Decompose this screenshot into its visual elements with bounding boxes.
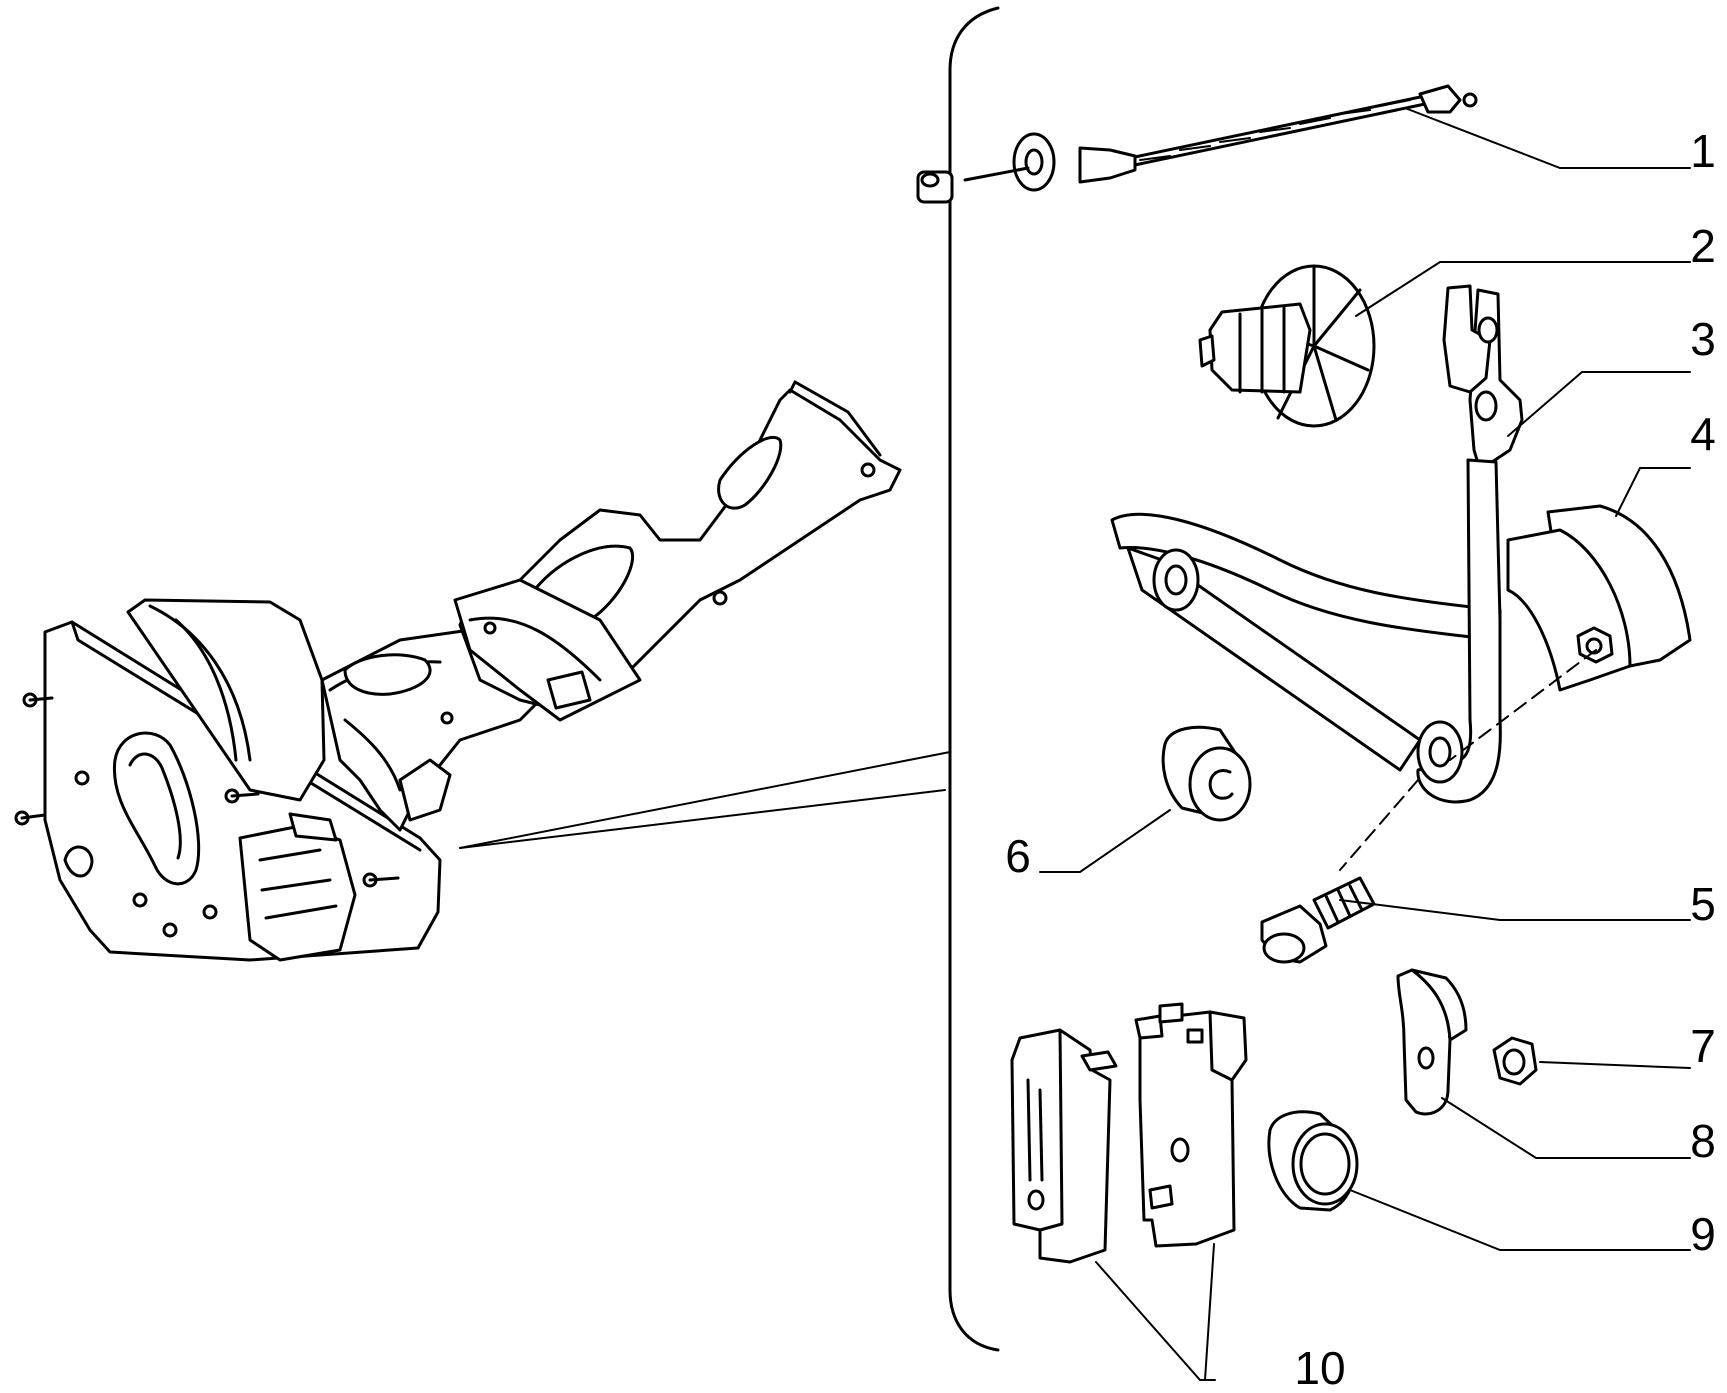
- part-8-bracket: [1396, 968, 1468, 1116]
- pedal-box-assembly: [14, 380, 951, 962]
- group-bracket: [948, 6, 1000, 1352]
- callout-4: 4: [1690, 408, 1716, 460]
- part-1-cable: [916, 84, 1478, 204]
- part-3-clevis: [1442, 284, 1524, 472]
- part-6-bushing: [1161, 725, 1252, 822]
- part-10-clips: [1010, 1002, 1248, 1264]
- callout-6: 6: [1005, 830, 1031, 882]
- leader-lines: [1039, 107, 1691, 1381]
- callout-3: 3: [1690, 313, 1716, 365]
- part-9-cap: [1267, 1110, 1359, 1212]
- part-5-bolt: [1260, 876, 1376, 964]
- callout-8: 8: [1690, 1115, 1716, 1167]
- callout-1: 1: [1690, 125, 1716, 177]
- part-4-pedal-arm: [1110, 458, 1692, 871]
- callout-7: 7: [1690, 1020, 1716, 1072]
- callout-2: 2: [1690, 220, 1716, 272]
- callout-5: 5: [1690, 878, 1716, 930]
- callout-9: 9: [1690, 1208, 1716, 1260]
- part-7-nut: [1492, 1036, 1538, 1086]
- part-2-wheel: [1198, 264, 1376, 428]
- callout-labels: 1 2 3 4 5 6 7 8 9 10: [1005, 125, 1716, 1393]
- callout-10: 10: [1294, 1342, 1345, 1393]
